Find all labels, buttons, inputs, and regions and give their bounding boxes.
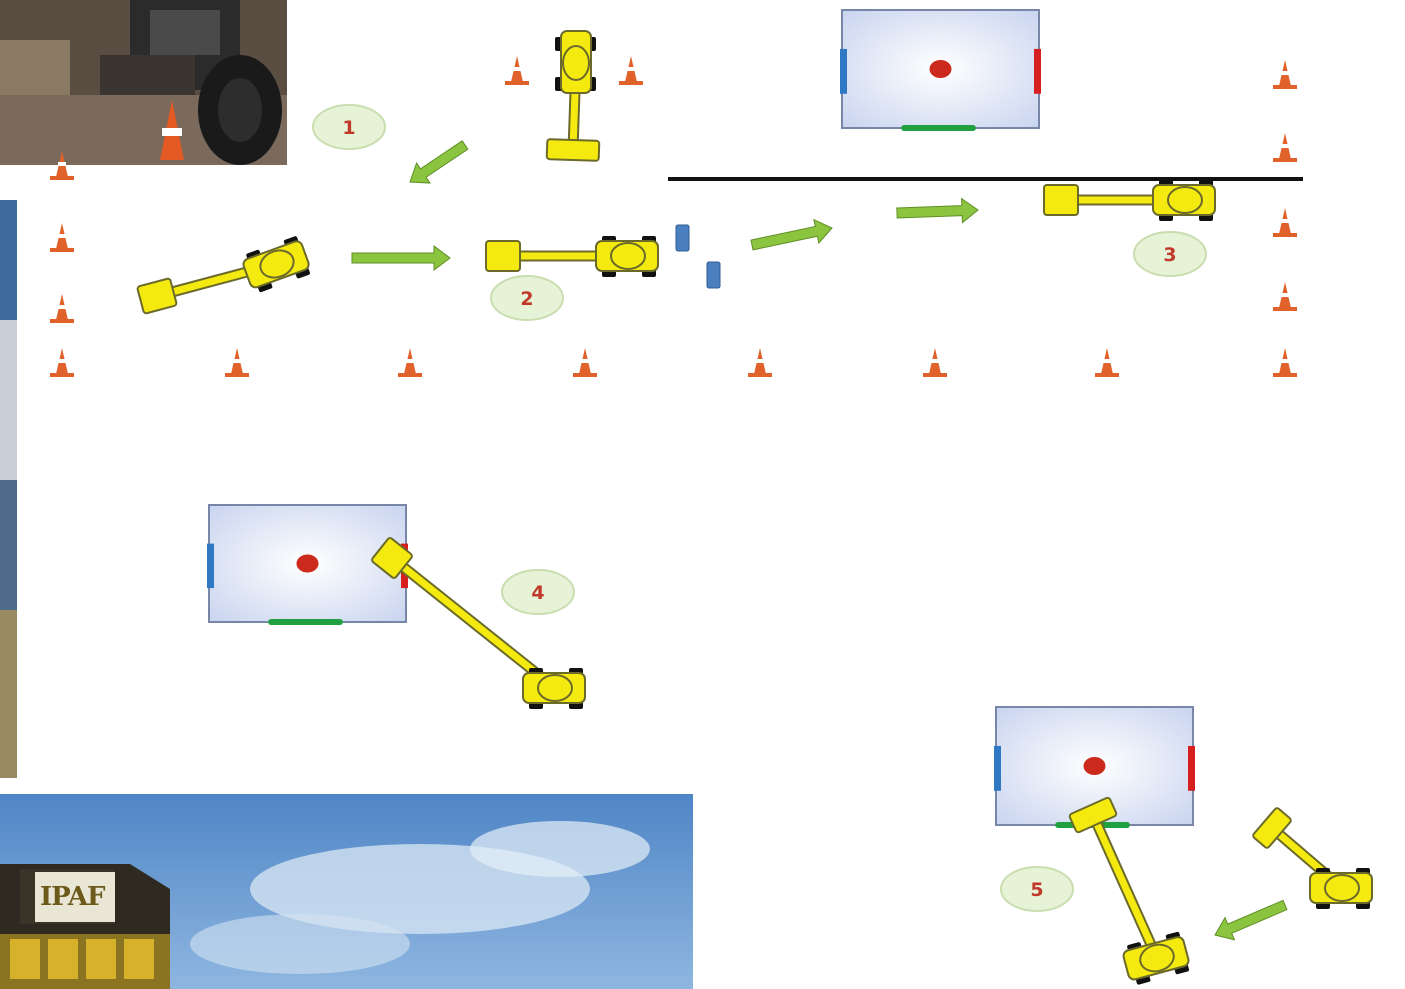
traffic-cone-icon [1273,133,1297,162]
traffic-cone-icon [505,56,529,85]
ipaf-building-photo: IPAF [0,794,693,989]
site-yard-photo-image [0,0,287,165]
step-label-3: 3 [1133,231,1207,277]
ipaf-logo-text: IPAF [40,882,105,912]
traffic-cone-icon [1273,282,1297,311]
direction-arrow-icon [1214,899,1288,941]
traffic-cone-icon [1273,348,1297,377]
machine-step-3 [1043,180,1216,221]
machine-step-2 [485,236,659,277]
direction-arrow-icon [750,218,833,251]
machine-step-5-start [1252,807,1373,909]
traffic-cone-icon [50,348,74,377]
building-photo [0,200,17,778]
traffic-cone-icon [573,348,597,377]
svg-text:5: 5 [1030,879,1043,901]
machine-step-5 [1068,796,1190,985]
traffic-cone-icon [50,294,74,323]
step-label-5: 5 [1000,866,1074,912]
direction-arrow-icon [351,245,451,271]
direction-arrow-icon [896,197,979,224]
machine-step-1 [136,236,310,315]
step-label-2: 2 [490,275,564,321]
machine-top-approach [545,30,601,162]
marker-block [706,261,721,289]
traffic-cone-icon [225,348,249,377]
traffic-cone-icon [1273,208,1297,237]
platform-target-top [840,9,1041,131]
traffic-cone-icon [1095,348,1119,377]
svg-text:1: 1 [342,117,355,139]
traffic-cone-icon [398,348,422,377]
traffic-cone-icon [748,348,772,377]
ipaf-building-photo-image [0,794,693,989]
direction-arrow-icon [409,140,469,184]
svg-text:3: 3 [1163,244,1176,266]
step-label-4: 4 [501,569,575,615]
svg-text:2: 2 [520,288,533,310]
machine-step-4 [371,537,586,709]
traffic-cone-icon [50,223,74,252]
traffic-cone-icon [619,56,643,85]
building-photo-image [0,200,17,778]
step-label-1: 1 [312,104,386,150]
traffic-cone-icon [50,151,74,180]
marker-block [675,224,690,252]
platform-target-bottom [994,706,1195,828]
svg-text:4: 4 [531,582,544,604]
site-yard-photo [0,0,287,165]
traffic-cone-icon [1273,60,1297,89]
traffic-cone-icon [923,348,947,377]
